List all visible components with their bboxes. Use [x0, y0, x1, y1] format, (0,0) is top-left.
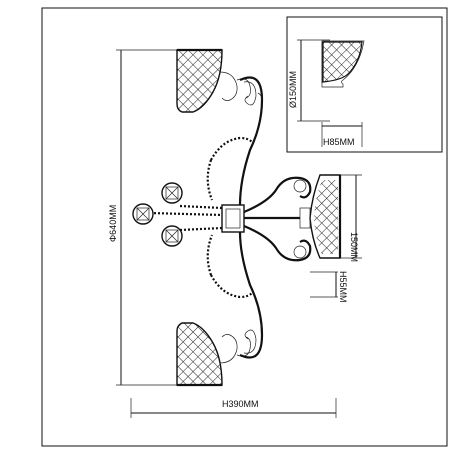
chain-upper — [210, 136, 253, 161]
shade-height-label: H85MM — [323, 137, 355, 147]
bottom-offset-label: H55MM — [338, 271, 348, 303]
overall-diameter-label: Φ640MM — [108, 205, 118, 242]
bottom-shade — [176, 322, 223, 386]
chandelier-drawing — [132, 48, 342, 387]
bottom-offset-dimension: H55MM — [310, 271, 348, 303]
width-dimension: H390MM — [130, 398, 337, 418]
side-height-label: 150MM — [349, 232, 359, 262]
bottom-arm — [238, 231, 264, 359]
chain-lower — [210, 274, 253, 299]
side-arm-upper — [243, 176, 312, 214]
drawing-frame — [41, 7, 448, 447]
top-shade — [176, 49, 223, 113]
medallion-top — [161, 182, 183, 204]
side-arm-lower — [243, 224, 312, 262]
medallion-bottom — [161, 225, 183, 247]
shade-diameter-label: Ø150MM — [288, 71, 298, 108]
overall-diameter-dimension: Φ640MM — [108, 49, 180, 386]
side-height-dimension: 150MM — [340, 174, 362, 262]
shade-detail-inset: Ø150MM H85MM — [286, 16, 443, 153]
medallion-left — [132, 203, 154, 225]
inset-frame — [286, 16, 443, 153]
width-label: H390MM — [222, 399, 259, 409]
shade-detail-icon — [322, 41, 363, 83]
top-arm — [238, 76, 264, 206]
